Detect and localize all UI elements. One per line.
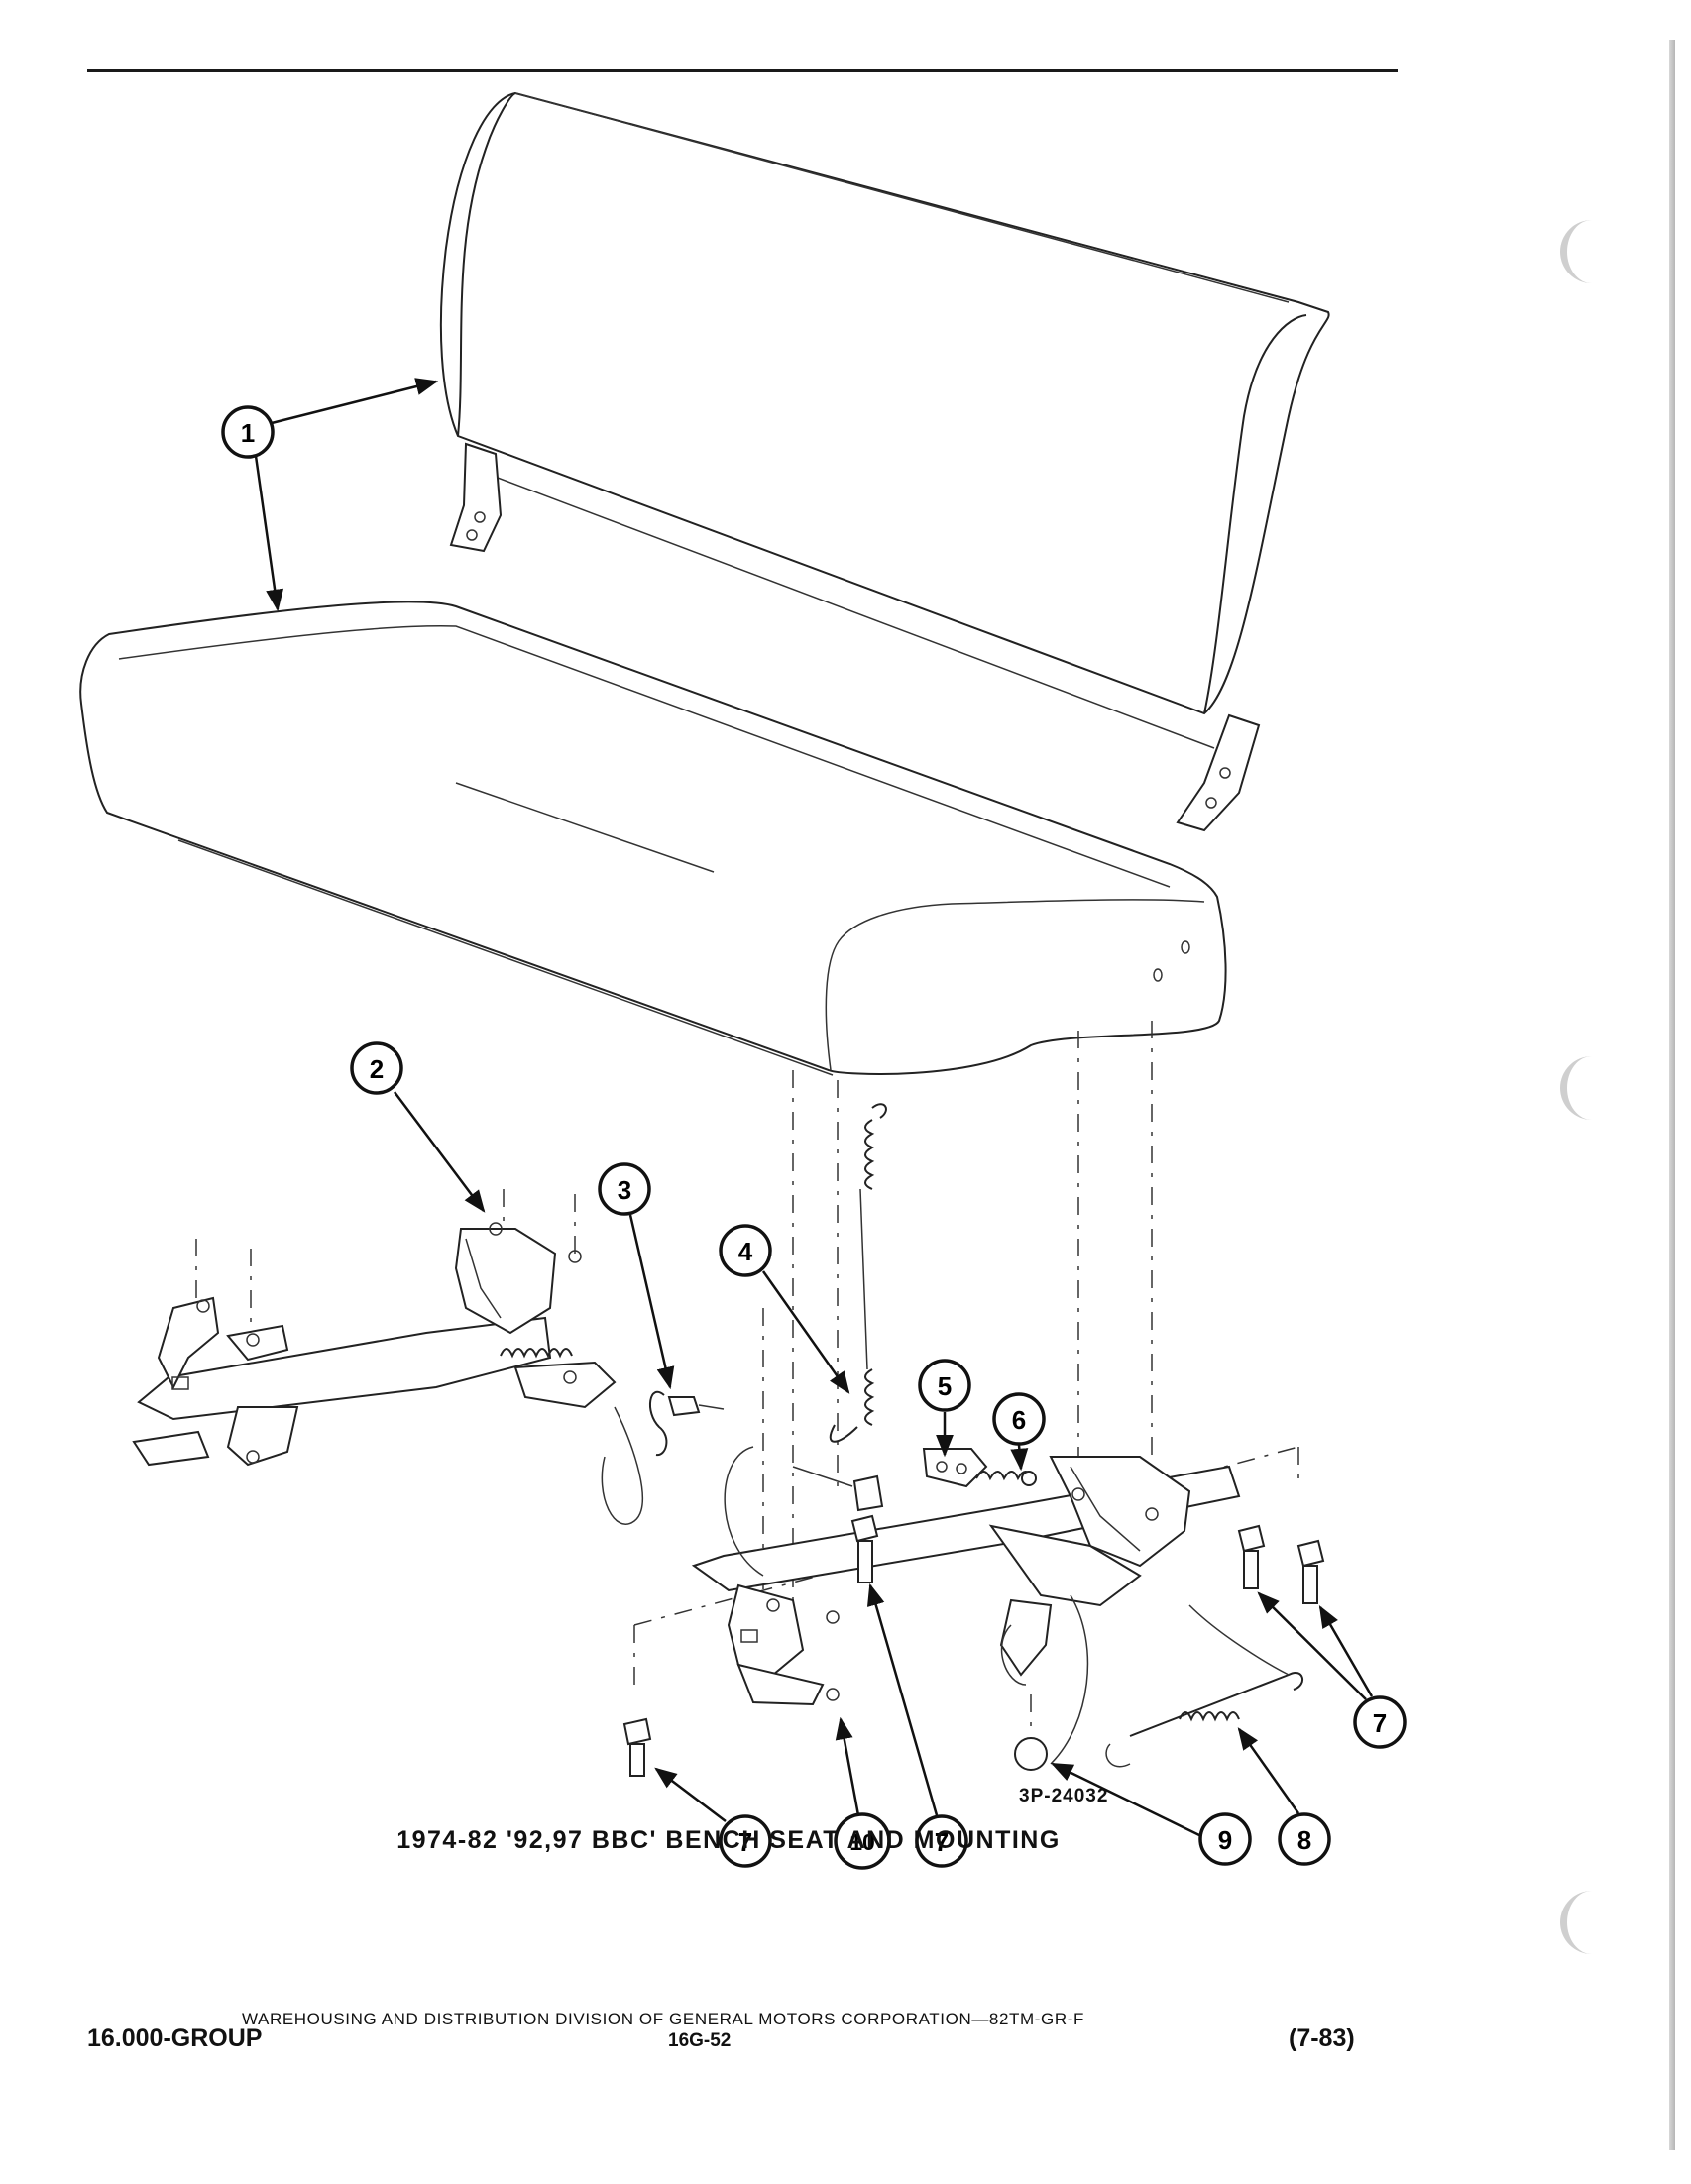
binder-hole-mark (1560, 220, 1613, 283)
footer-publisher: WAREHOUSING AND DISTRIBUTION DIVISION OF… (242, 2010, 1084, 2028)
callout-7-left: 7 (654, 1767, 772, 1868)
callout-label: 4 (738, 1237, 753, 1266)
binder-edge (1669, 40, 1675, 2150)
callout-label: 8 (1297, 1825, 1311, 1855)
return-spring (829, 1103, 887, 1443)
footer-date: (7-83) (1289, 2024, 1355, 2052)
callout-6: 6 (992, 1392, 1046, 1472)
callout-label: 10 (849, 1829, 875, 1855)
callout-label: 2 (370, 1054, 384, 1084)
latch-assembly (792, 1448, 1037, 1512)
release-rod (1000, 1624, 1303, 1771)
callout-1b (254, 455, 284, 612)
top-rule (87, 69, 1398, 72)
left-adjuster-track (132, 1222, 617, 1467)
callout-label: 1 (241, 418, 255, 448)
right-adjuster-track (691, 1456, 1241, 1706)
clip-part (648, 1391, 725, 1457)
seat-cushion (79, 601, 1227, 1076)
callout-4: 4 (719, 1224, 850, 1394)
footer-group: 16.000-GROUP (87, 2024, 263, 2052)
callout-label: 5 (938, 1371, 952, 1401)
callout-label: 7 (935, 1827, 949, 1857)
seat-back (439, 91, 1330, 832)
callout-7-right: 7 (1257, 1591, 1407, 1749)
callout-label: 6 (1012, 1405, 1026, 1435)
callout-10: 10 (834, 1716, 891, 1870)
callout-1a: 1 (221, 378, 439, 459)
callout-label: 7 (1373, 1708, 1387, 1738)
callout-label: 9 (1218, 1825, 1232, 1855)
binder-hole-mark (1560, 1891, 1613, 1954)
callout-2: 2 (350, 1041, 486, 1213)
callout-8: 8 (1237, 1727, 1331, 1866)
adjuster-cable (601, 1406, 1290, 1765)
callout-7-center: 7 (866, 1583, 968, 1868)
footer-page-number: 16G-52 (668, 2030, 732, 2051)
figure-number: 3P-24032 (1019, 1786, 1109, 1806)
callout-5: 5 (918, 1359, 971, 1458)
figure-caption: 1974-82 '92,97 BBC' BENCH SEAT AND MOUNT… (396, 1826, 1061, 1854)
callout-9: 9 (1050, 1762, 1252, 1866)
callout-label: 3 (618, 1175, 631, 1205)
callout-label: 7 (738, 1827, 752, 1857)
footer-publisher-line: WAREHOUSING AND DISTRIBUTION DIVISION OF… (125, 2010, 1364, 2029)
mounting-bolts (622, 1514, 1325, 1777)
callout-3: 3 (598, 1162, 675, 1390)
binder-hole-mark (1560, 1056, 1613, 1120)
